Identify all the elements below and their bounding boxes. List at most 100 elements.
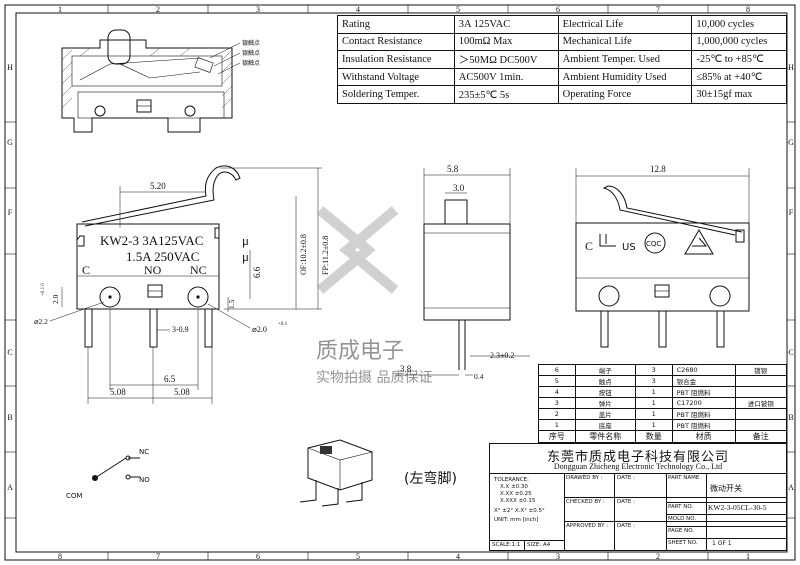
unit-label: UNIT: mm [inch] — [494, 517, 539, 523]
spec-cell: Soldering Temper. — [337, 85, 455, 104]
bom-cell: 1 — [538, 419, 576, 431]
checked-date-label: DATE : — [617, 499, 635, 505]
sheet-no-label: SHEET NO. — [668, 540, 698, 546]
spec-cell: 10,000 cycles — [691, 15, 787, 34]
dim-3-0: 3.0 — [453, 183, 465, 193]
checked-by-label: CHECKED BY : — [566, 499, 605, 505]
zone-bottom-8: 8 — [58, 552, 62, 561]
bom-row: 1 底座 1 PBT 阻燃料 — [538, 419, 788, 431]
back-view: 12.8 C US CQC — [575, 164, 750, 348]
dim-3-0-9: 3-0.9 — [172, 325, 189, 334]
zone-left-C: C — [7, 348, 12, 357]
spec-cell: ≤85% at +40℃ — [691, 67, 787, 87]
callout-silver-contact-2: 银触点 — [242, 49, 260, 57]
bom-row: 2 盖片 1 PBT 阻燃料 — [538, 408, 788, 420]
zone-top-8: 8 — [746, 5, 750, 14]
variant-note: (左弯脚) — [404, 470, 457, 487]
dim-6-5: 6.5 — [164, 374, 176, 384]
side-body — [423, 223, 511, 321]
bom-header-cell: 数量 — [634, 430, 673, 443]
bom-cell: 按钮 — [574, 386, 636, 398]
sheet-no-value: 1 OF 1 — [712, 540, 732, 547]
dim-12-8: 12.8 — [650, 164, 666, 174]
outer-frame — [4, 4, 796, 561]
bom-cell: 端子 — [574, 364, 636, 376]
bom-cell: PBT 阻燃料 — [671, 419, 736, 431]
bom-cell: 3 — [634, 375, 673, 387]
spec-cell: Ambient Humidity Used — [557, 67, 693, 87]
bom-header-cell: 序号 — [538, 430, 576, 443]
spec-cell: Electrical Life — [557, 15, 693, 34]
schematic-nc-label: NC — [139, 448, 149, 456]
bom-cell: 底座 — [574, 419, 636, 431]
bom-header-cell: 备注 — [734, 430, 788, 443]
bom-cell: 1 — [634, 408, 673, 420]
spec-row: Soldering Temper. 235±5℃ 5s Operating Fo… — [337, 85, 787, 104]
bom-cell: PBT 阻燃料 — [671, 386, 736, 398]
zone-bottom-5: 5 — [356, 552, 360, 561]
spec-cell: 30±15gf max — [691, 85, 787, 104]
zone-top-7: 7 — [656, 5, 660, 14]
part-name-label: PART NAME — [668, 475, 700, 481]
bom-cell — [734, 408, 788, 420]
dim-5-08-a: 5.08 — [110, 387, 126, 397]
dim-6-6: 6.6 — [252, 266, 262, 278]
bom-cell: 1 — [634, 386, 673, 398]
zone-bottom-7: 7 — [156, 552, 160, 561]
front-body — [76, 223, 220, 310]
zone-bottom-2: 2 — [656, 552, 660, 561]
bom-header-cell: 材质 — [671, 430, 736, 443]
cqc-icon — [644, 232, 666, 254]
dim-1-5: 1.5 — [227, 299, 236, 309]
title-block: 东莞市质成电子科技有限公司 Dongguan Zhicheng Electron… — [489, 443, 787, 551]
bom-cell: 1 — [634, 397, 673, 409]
tolerance-x: X.X ±0.30 — [500, 484, 528, 490]
zone-right-F: F — [789, 208, 794, 217]
bom-cell: 2 — [538, 408, 576, 420]
tolerance-label: TOLERANCE: — [494, 477, 529, 483]
ul-recognized-icon — [599, 234, 616, 247]
pin-hole-left — [99, 286, 121, 308]
bom-cell: 5 — [538, 375, 576, 387]
dim-5-8: 5.8 — [447, 164, 459, 174]
bom-cell: PBT 阻燃料 — [671, 408, 736, 420]
schematic-no-label: NO — [139, 476, 150, 484]
watermark-slogan: 实物拍摄 品质保证 — [316, 370, 432, 386]
bom-row: 5 触点 3 银合金 — [538, 375, 788, 387]
scale-label: SCALE:1:1 — [492, 542, 521, 548]
page-no-label: PAGE NO. — [668, 528, 695, 534]
zone-top-1: 1 — [58, 5, 62, 14]
terminal-label-no: NO — [144, 263, 162, 277]
company-name-cn: 东莞市质成电子科技有限公司 — [546, 450, 729, 465]
section-view: 银触点 银触点 银触点 — [61, 29, 260, 133]
drawn-by-label: DRAWED BY : — [566, 475, 603, 481]
zone-bottom-4: 4 — [456, 552, 460, 561]
spec-cell: Insulation Resistance — [337, 50, 455, 69]
watermark-name: 质成电子 — [316, 339, 404, 364]
spec-cell: Withstand Voltage — [337, 67, 455, 87]
bom-row: 4 按钮 1 PBT 阻燃料 — [538, 386, 788, 398]
zone-right-B: B — [788, 413, 793, 422]
bom-row: 6 端子 3 C2680 镀银 — [538, 364, 788, 376]
plunger — [107, 29, 131, 65]
spec-row: Withstand Voltage AC500V 1min. Ambient H… — [337, 67, 787, 87]
spec-row: Rating 3A 125VAC Electrical Life 10,000 … — [337, 15, 787, 34]
front-ul-mark-2: μ — [242, 249, 249, 264]
vde-triangle-icon — [684, 229, 714, 255]
dim-fp: FP:11.2±0.8 — [321, 236, 330, 275]
side-plunger — [444, 199, 468, 225]
dim-2-0-left: 2.0 — [51, 294, 60, 304]
spec-cell: 100mΩ Max — [453, 32, 559, 52]
cert-cqc-text: CQC — [646, 240, 661, 248]
dim-2-3: 2.3±0.2 — [490, 351, 514, 360]
zone-top-6: 6 — [556, 5, 560, 14]
approved-date-label: DATE : — [617, 523, 635, 529]
dim-5-08-b: 5.08 — [174, 387, 190, 397]
dim-of: OF:10.2±0.8 — [299, 234, 308, 275]
callout-silver-contact-3: 银触点 — [242, 59, 260, 67]
bom-cell: 3 — [634, 364, 673, 376]
spec-cell: Contact Resistance — [337, 32, 455, 52]
bom-cell — [734, 375, 788, 387]
zone-bottom-6: 6 — [256, 552, 260, 561]
zone-top-4: 4 — [356, 5, 360, 14]
